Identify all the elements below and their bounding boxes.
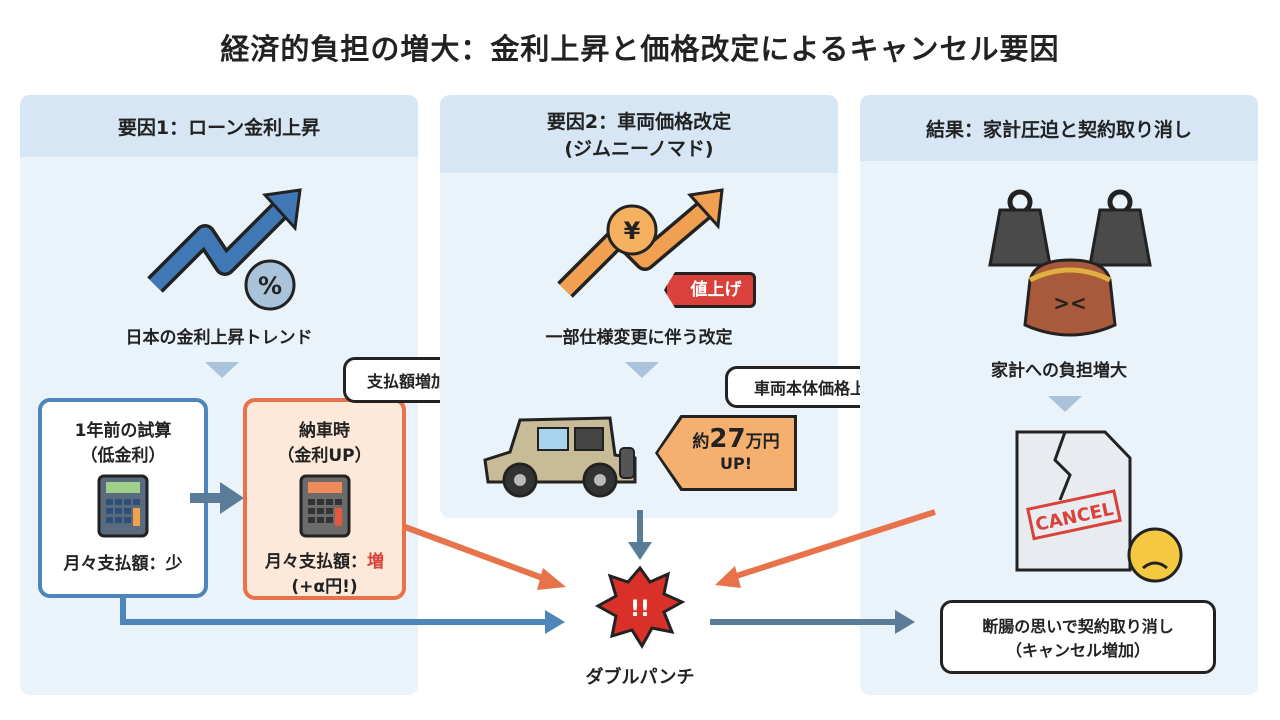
panel-price-revision: 要因2：車両価格改定 (ジムニーノマド) <box>440 95 838 518</box>
page-title: 経済的負担の増大：金利上昇と価格改定によるキャンセル要因 <box>220 32 1060 66</box>
after-estimate-box: 納車時 （金利UP） 月々支払額：増 (+α円!) <box>243 398 406 600</box>
calculator-icon <box>299 474 350 538</box>
before-title: 1年前の試算 <box>74 421 172 441</box>
after-payment-extra: (+α円!) <box>291 577 358 597</box>
burst-text: !! <box>630 597 650 622</box>
explosion-burst-icon <box>594 565 686 649</box>
calculator-icon <box>97 474 149 538</box>
cancellation-bubble: 断腸の思いで契約取り消し （キャンセル増加） <box>940 600 1216 674</box>
panel-header-line2: (ジムニーノマド) <box>564 138 714 160</box>
percent-symbol: % <box>258 272 282 300</box>
yen-symbol: ¥ <box>624 217 641 245</box>
blue-flow-arrow <box>120 598 548 625</box>
price-rise-arrow-icon: ¥ <box>557 188 724 298</box>
before-estimate-box: 1年前の試算 （低金利） 月々支払額：少 <box>38 398 208 598</box>
spec-change-label: 一部仕様変更に伴う改定 <box>545 328 733 348</box>
tag-prefix: 約 <box>692 432 710 452</box>
tag-up: UP! <box>719 454 752 473</box>
orange-flow-arrow <box>403 524 550 583</box>
price-up-tag: 値上げ <box>664 272 756 308</box>
jimny-car-icon <box>483 416 637 498</box>
orange-flow-arrow-right <box>729 509 936 581</box>
wallet-under-weights-icon: >< <box>988 189 1152 337</box>
panel-header-line1: 要因2：車両価格改定 <box>546 111 732 133</box>
after-subtitle: （金利UP） <box>277 446 372 466</box>
trend-label: 日本の金利上昇トレンド <box>125 328 313 348</box>
down-triangle-icon <box>205 362 239 378</box>
after-payment-label: 月々支払額： <box>265 552 367 572</box>
before-subtitle: （低金利） <box>80 446 166 466</box>
down-triangle-icon <box>625 362 659 378</box>
right-arrow-icon <box>190 482 244 514</box>
tag-unit: 万円 <box>745 432 780 452</box>
after-title: 納車時 <box>299 421 350 441</box>
after-payment-value: 増 <box>367 552 384 572</box>
double-punch-label: ダブルパンチ <box>585 667 695 688</box>
sad-face-icon <box>1127 527 1183 583</box>
panel-header: 結果：家計圧迫と契約取り消し <box>860 95 1258 161</box>
tag-amount: 27 <box>709 424 746 454</box>
down-triangle-icon <box>1048 396 1082 412</box>
rising-trend-arrow-icon: % <box>147 188 302 311</box>
before-payment: 月々支払額：少 <box>63 554 183 574</box>
burden-label: 家計への負担増大 <box>991 361 1127 381</box>
panel-result: 結果：家計圧迫と契約取り消し <box>860 95 1258 695</box>
panel-header: 要因1：ローン金利上昇 <box>20 95 418 157</box>
bubble-line1: 断腸の思いで契約取り消し <box>982 617 1174 636</box>
bubble-line2: （キャンセル増加） <box>1005 641 1150 660</box>
svg-text:><: >< <box>1053 291 1087 315</box>
price-increase-tag: 約27万円 UP! <box>655 415 797 491</box>
cancelled-contract-icon: CANCEL <box>1015 430 1183 583</box>
